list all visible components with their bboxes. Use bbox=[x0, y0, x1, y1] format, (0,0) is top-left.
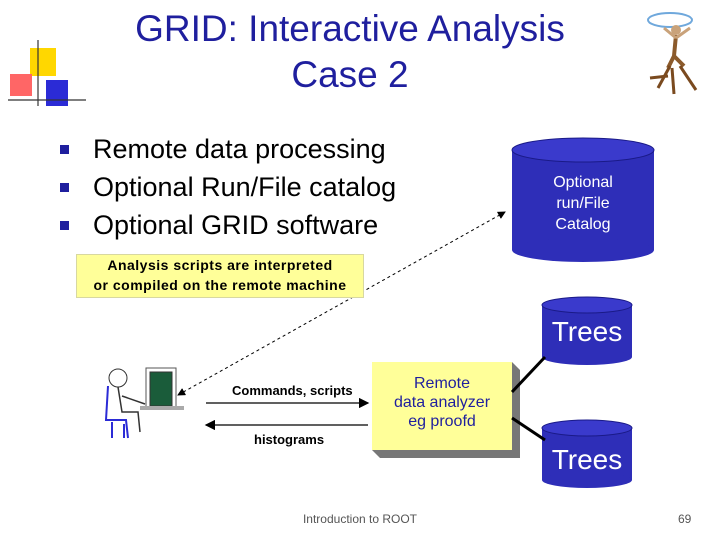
note-line: or compiled on the remote machine bbox=[93, 277, 347, 293]
trees-bottom-label: Trees bbox=[551, 444, 623, 475]
analyzer-trees-link bbox=[510, 355, 547, 394]
catalog-label-line: Catalog bbox=[555, 216, 611, 233]
bullet-text: Optional Run/File catalog bbox=[93, 171, 397, 202]
title-line-2: Case 2 bbox=[291, 54, 409, 95]
note-line: Analysis scripts are interpreted bbox=[107, 257, 333, 273]
analysis-note: Analysis scripts are interpreted or comp… bbox=[76, 254, 364, 298]
bullet-item: Optional Run/File catalog bbox=[60, 168, 396, 206]
analyzer-label-line: Remote bbox=[413, 375, 471, 392]
bullet-icon bbox=[60, 182, 69, 192]
bullet-item: Remote data processing bbox=[60, 130, 396, 168]
bullet-icon bbox=[60, 220, 69, 230]
commands-label: Commands, scripts bbox=[232, 383, 353, 398]
analyzer-label-line: eg proofd bbox=[408, 413, 476, 430]
user-computer-icon bbox=[104, 367, 184, 439]
footer-text: Introduction to ROOT bbox=[302, 512, 418, 526]
catalog-cylinder bbox=[511, 137, 655, 262]
trees-top-cylinder bbox=[541, 296, 633, 365]
bullet-text: Remote data processing bbox=[93, 133, 386, 164]
dashed-link bbox=[177, 211, 506, 396]
analyzer-label: Remote data analyzer eg proofd bbox=[372, 374, 512, 431]
root-logo-icon bbox=[647, 12, 698, 95]
bullet-icon bbox=[60, 144, 69, 154]
catalog-label-line: run/File bbox=[556, 195, 610, 212]
trees-bottom-cylinder bbox=[541, 419, 633, 488]
corner-decoration bbox=[8, 40, 86, 106]
page-number: 69 bbox=[678, 512, 692, 526]
analyzer-trees-link bbox=[511, 416, 546, 442]
title-line-1: GRID: Interactive Analysis bbox=[135, 8, 565, 49]
histograms-label: histograms bbox=[254, 432, 325, 447]
analyzer-box bbox=[372, 362, 512, 450]
catalog-label-line: Optional bbox=[553, 174, 613, 191]
catalog-label: Optional run/File Catalog bbox=[512, 172, 654, 235]
analyzer-label-line: data analyzer bbox=[393, 394, 491, 411]
trees-top-label: Trees bbox=[551, 316, 623, 347]
page-title: GRID: Interactive Analysis Case 2 bbox=[90, 6, 610, 98]
